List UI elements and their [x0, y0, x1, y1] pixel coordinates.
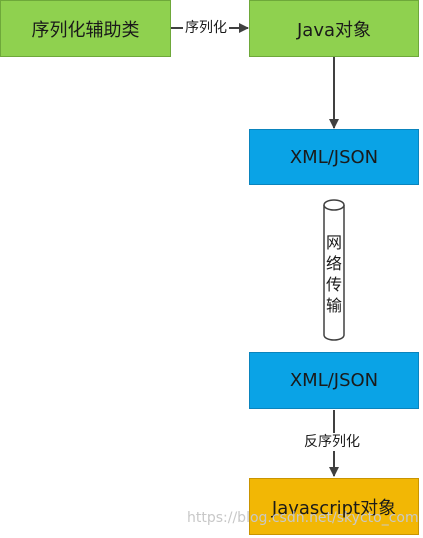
network-channel-label-wrap: 网络传输 [323, 232, 345, 316]
node-javascript-object-label: Javascript对象 [271, 497, 397, 519]
node-java-object[interactable]: Java对象 [249, 0, 419, 57]
node-serialization-helper-label: 序列化辅助类 [31, 19, 140, 41]
node-serialization-helper[interactable]: 序列化辅助类 [0, 0, 171, 57]
edge-label-serialize: 序列化 [183, 19, 229, 37]
node-xml-json-bottom[interactable]: XML/JSON [249, 352, 419, 409]
node-xml-json-top[interactable]: XML/JSON [249, 129, 419, 185]
node-javascript-object[interactable]: Javascript对象 [249, 478, 419, 535]
network-channel-cylinder [323, 199, 345, 341]
network-channel-label: 网络传输 [326, 233, 343, 315]
node-xml-json-bottom-label: XML/JSON [289, 370, 379, 391]
edge-label-deserialize: 反序列化 [302, 433, 362, 451]
node-xml-json-top-label: XML/JSON [289, 146, 379, 168]
node-java-object-label: Java对象 [296, 19, 372, 41]
watermark: https://blog.csdn.net/skycto_com [187, 510, 419, 526]
